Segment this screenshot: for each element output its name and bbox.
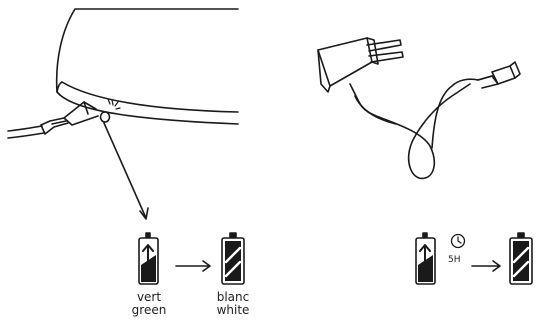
battery-charging-icon [139, 233, 158, 284]
label-duration: 5H [448, 255, 461, 265]
arrow-right-icon [176, 261, 210, 271]
arrow-right-icon [472, 261, 500, 271]
pointer-arrow-icon [104, 123, 148, 219]
label-green: green [128, 304, 170, 317]
power-adapter-icon [318, 38, 520, 178]
label-white: white [211, 304, 255, 317]
tablet-device-icon [57, 9, 238, 124]
clock-icon [452, 235, 465, 248]
battery-charging-icon [416, 233, 435, 284]
battery-full-icon [510, 233, 532, 284]
battery-full-icon [222, 233, 244, 284]
